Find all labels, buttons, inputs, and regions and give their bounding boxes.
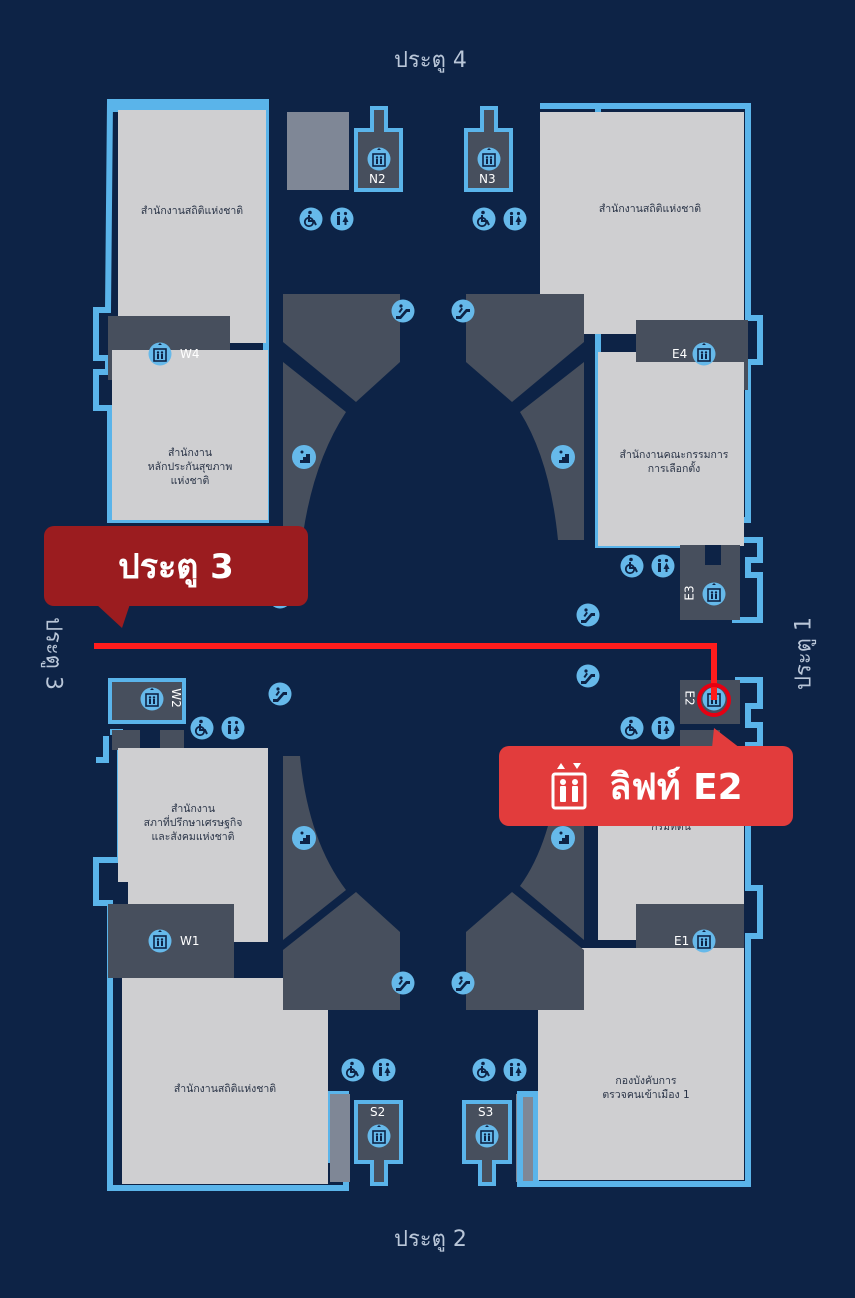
lift-code-n3: N3	[479, 172, 496, 186]
room-label-nw-mid: สำนักงาน หลักประกันสุขภาพ แห่งชาติ	[147, 447, 233, 487]
gate-label-top: ประตู 4	[394, 48, 467, 73]
slope-sw-b	[283, 892, 400, 1010]
elevator-icon	[551, 763, 587, 810]
escalator-icon	[268, 682, 292, 706]
room-label-sw-mid: สำนักงาน สภาที่ปรึกษาเศรษฐกิจ และสังคมแห…	[143, 803, 243, 843]
accessible-icon	[620, 716, 644, 740]
room-sw-mid	[118, 748, 268, 882]
accessible-icon	[472, 207, 496, 231]
slope-nw-a	[283, 294, 400, 402]
lift-code-e3: E3	[682, 585, 697, 601]
lift-callout-pointer	[712, 728, 740, 748]
lift-callout-label: ลิฟท์ E2	[609, 766, 743, 808]
toilet-icon	[651, 554, 675, 578]
lift-code-e4: E4	[672, 347, 688, 361]
gate-callout-label: ประตู 3	[118, 547, 234, 587]
toilet-icon	[651, 716, 675, 740]
escalator-icon	[451, 299, 475, 323]
core-e1	[636, 904, 744, 948]
lift-code-e2: E2	[682, 690, 697, 706]
lift-icon	[148, 342, 172, 366]
shaft-n2-grey	[287, 112, 349, 190]
escalator-icon	[391, 971, 415, 995]
lift-icon	[692, 929, 716, 953]
slope-sw-a	[283, 756, 346, 940]
slope-se-b	[466, 892, 584, 1010]
core-w2-low2	[160, 730, 184, 750]
escalator-icon	[576, 664, 600, 688]
lift-code-w4: W4	[180, 347, 200, 361]
escalator-icon	[451, 971, 475, 995]
room-label-se-bot: กองบังคับการ ตรวจคนเข้าเมือง 1	[602, 1075, 690, 1101]
lift-code-s3: S3	[478, 1105, 494, 1119]
stairs-icon	[551, 826, 575, 850]
lift-icon	[148, 929, 172, 953]
slope-ne-b	[520, 362, 584, 540]
stairs-icon	[292, 445, 316, 469]
lift-icon	[367, 1124, 391, 1148]
accessible-icon	[190, 716, 214, 740]
gate-label-bottom: ประตู 2	[394, 1227, 467, 1252]
gate-callout-pointer	[96, 604, 130, 628]
core-e4-inner	[636, 320, 744, 362]
toilet-icon	[503, 1058, 527, 1082]
room-sw-bot	[122, 978, 328, 1184]
building-outline-nw	[112, 103, 265, 112]
route-line	[94, 643, 717, 700]
lift-code-n2: N2	[369, 172, 386, 186]
lift-icon	[367, 147, 391, 171]
lift-icon	[140, 687, 164, 711]
lift-code-w1: W1	[180, 934, 200, 948]
room-nw-mid	[112, 350, 268, 520]
room-label-sw-bot: สำนักงานสถิติแห่งชาติ	[173, 1083, 277, 1095]
toilet-icon	[372, 1058, 396, 1082]
gate-callout: ประตู 3	[44, 526, 308, 606]
accessible-icon	[341, 1058, 365, 1082]
lift-code-w2: W2	[168, 688, 183, 708]
lift-icon	[477, 147, 501, 171]
accessible-icon	[299, 207, 323, 231]
lift-code-s2: S2	[370, 1105, 386, 1119]
core-e2-low	[680, 730, 720, 748]
se-wing-outline	[517, 677, 763, 1187]
room-label-nw-top: สำนักงานสถิติแห่งชาติ	[140, 205, 244, 217]
room-ne-mid	[598, 352, 744, 546]
lift-icon	[702, 582, 726, 606]
gate-label-left: ประตู 3	[40, 617, 66, 690]
route-destination-marker	[697, 683, 731, 717]
shaft-s2-grey	[330, 1094, 350, 1182]
room-label-ne-mid: สำนักงานคณะกรรมการ การเลือกตั้ง	[619, 449, 729, 475]
core-w2-low	[112, 730, 140, 750]
lift-icon	[475, 1124, 499, 1148]
accessible-icon	[472, 1058, 496, 1082]
toilet-icon	[221, 716, 245, 740]
lift-icon	[692, 342, 716, 366]
slope-ne-a	[466, 294, 584, 402]
lift-callout: ลิฟท์ E2	[499, 746, 793, 826]
accessible-icon	[620, 554, 644, 578]
escalator-icon	[391, 299, 415, 323]
stairs-icon	[551, 445, 575, 469]
room-nw-top	[118, 110, 266, 343]
gate-label-right: ประตู 1	[791, 617, 817, 690]
room-label-ne-top: สำนักงานสถิติแห่งชาติ	[598, 203, 702, 215]
stairs-icon	[292, 826, 316, 850]
toilet-icon	[503, 207, 527, 231]
lift-code-e1: E1	[674, 934, 690, 948]
escalator-icon	[576, 603, 600, 627]
toilet-icon	[330, 207, 354, 231]
